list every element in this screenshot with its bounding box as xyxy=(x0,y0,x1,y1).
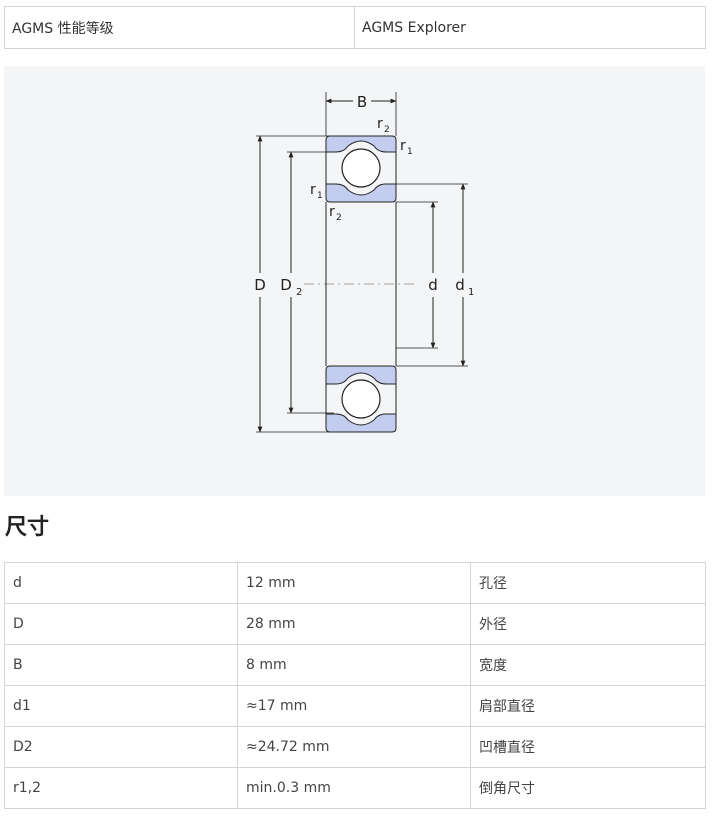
table-row: D 28 mm 外径 xyxy=(4,603,706,645)
table-row: r1,2 min.0.3 mm 倒角尺寸 xyxy=(4,767,706,809)
label-r1-top-main: r xyxy=(400,138,406,154)
label-r1-inner-main: r xyxy=(310,182,316,198)
dimension-symbol: d1 xyxy=(4,685,238,727)
label-D2: D 2 xyxy=(280,276,302,298)
bore-outline xyxy=(325,202,397,366)
dimension-lines xyxy=(257,98,466,433)
dimension-description: 倒角尺寸 xyxy=(470,767,706,809)
dimensions-table: d 12 mm 孔径 D 28 mm 外径 B 8 mm 宽度 d1 ≈17 m… xyxy=(4,562,706,809)
dimension-symbol: D2 xyxy=(4,726,238,768)
grade-row: AGMS 性能等级 AGMS Explorer xyxy=(4,6,706,49)
dimension-symbol: r1,2 xyxy=(4,767,238,809)
dimension-value: ≈17 mm xyxy=(237,685,471,727)
bearing-cross-section-diagram: B D D 2 d d 1 r 2 r 1 r 1 r 2 xyxy=(254,92,474,433)
dimension-symbol: B xyxy=(4,644,238,686)
label-D2-main: D xyxy=(280,276,292,294)
dimension-value: min.0.3 mm xyxy=(237,767,471,809)
dimension-description: 凹槽直径 xyxy=(470,726,706,768)
label-r1-inner-sub: 1 xyxy=(317,191,323,201)
table-row: B 8 mm 宽度 xyxy=(4,644,706,686)
section-title: 尺寸 xyxy=(5,515,50,540)
label-D: D xyxy=(254,276,266,294)
label-d1-sub: 1 xyxy=(468,287,474,298)
grade-label-cell: AGMS 性能等级 xyxy=(4,6,355,49)
top-ring-section xyxy=(325,135,397,203)
label-r2-inner: r 2 xyxy=(329,204,342,223)
label-r1-inner: r 1 xyxy=(310,182,323,201)
grade-table: AGMS 性能等级 AGMS Explorer xyxy=(4,6,706,49)
label-r2-top: r 2 xyxy=(377,116,390,135)
dimension-value: 12 mm xyxy=(237,562,471,604)
label-B: B xyxy=(357,93,367,111)
dimension-value: ≈24.72 mm xyxy=(237,726,471,768)
dimension-description: 宽度 xyxy=(470,644,706,686)
bottom-ring-section xyxy=(325,365,397,433)
bottom-ball xyxy=(341,379,381,419)
table-row: d1 ≈17 mm 肩部直径 xyxy=(4,685,706,727)
dimension-description: 外径 xyxy=(470,603,706,645)
label-r2-top-sub: 2 xyxy=(384,125,390,135)
bearing-diagram-panel: B D D 2 d d 1 r 2 r 1 r 1 r 2 xyxy=(4,66,705,496)
label-r1-top-sub: 1 xyxy=(407,147,413,157)
label-r1-top: r 1 xyxy=(400,138,413,157)
table-row: d 12 mm 孔径 xyxy=(4,562,706,604)
label-d1-main: d xyxy=(455,276,465,294)
dimension-value: 28 mm xyxy=(237,603,471,645)
dimension-symbol: d xyxy=(4,562,238,604)
label-d1: d 1 xyxy=(455,276,474,298)
grade-value-cell: AGMS Explorer xyxy=(354,6,706,49)
label-D2-sub: 2 xyxy=(296,287,302,298)
dimension-value: 8 mm xyxy=(237,644,471,686)
label-r2-inner-main: r xyxy=(329,204,335,220)
dimension-description: 孔径 xyxy=(470,562,706,604)
extension-lines xyxy=(256,92,468,433)
label-d: d xyxy=(428,276,438,294)
table-row: D2 ≈24.72 mm 凹槽直径 xyxy=(4,726,706,768)
dimension-description: 肩部直径 xyxy=(470,685,706,727)
top-ball xyxy=(341,148,381,188)
dimension-symbol: D xyxy=(4,603,238,645)
label-r2-top-main: r xyxy=(377,116,383,132)
label-r2-inner-sub: 2 xyxy=(336,213,342,223)
